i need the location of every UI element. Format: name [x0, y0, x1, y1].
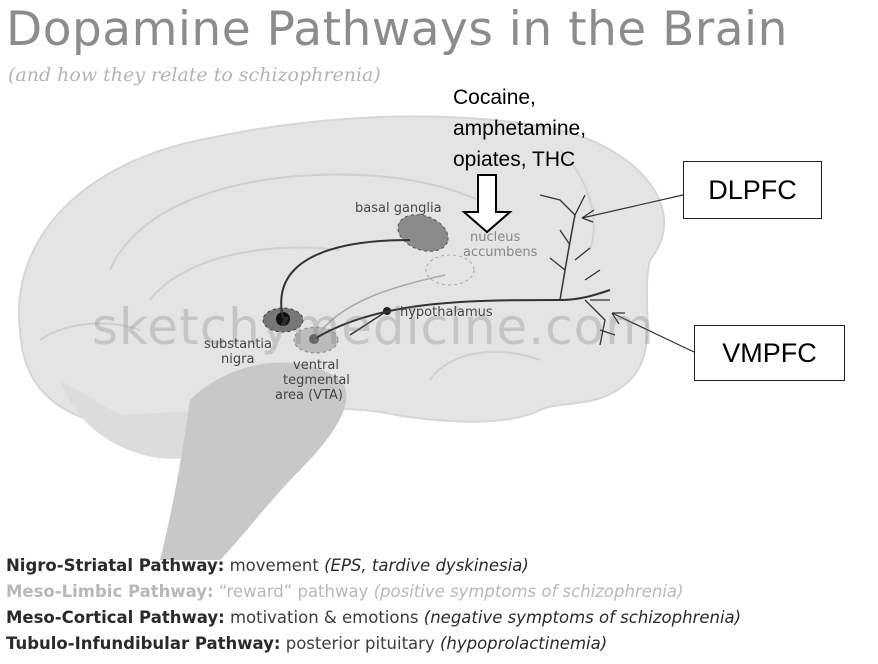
drug-callout-line: amphetamine, [453, 117, 587, 140]
mesolimbic-pathway [315, 274, 446, 339]
legend-pathway-detail: (hypoprolactinemia) [439, 634, 608, 653]
legend-row-tubuloinfundibular: Tubulo-Infundibular Pathway: posterior p… [6, 631, 741, 657]
legend-row-mesocortical: Meso-Cortical Pathway: motivation & emot… [6, 605, 741, 631]
dlpfc-box: DLPFC [683, 161, 822, 219]
diagram-title: Dopamine Pathways in the Brain [6, 2, 788, 57]
vmpfc-box: VMPFC [694, 325, 845, 381]
basal-ganglia-structure [397, 214, 449, 252]
label-accumbens: accumbens [463, 245, 538, 260]
label-substantia: substantia [204, 337, 273, 352]
drug-callout: Cocaine, amphetamine, opiates, THC [453, 82, 586, 175]
legend-pathway-desc: “reward” pathway [213, 582, 374, 601]
brainstem [160, 362, 347, 560]
legend-pathway-name: Meso-Cortical Pathway: [6, 608, 225, 627]
watermark: sketchymedicine.com [92, 298, 655, 356]
legend-row-mesolimbic: Meso-Limbic Pathway: “reward” pathway (p… [6, 579, 741, 605]
cerebellum [60, 380, 224, 459]
legend-pathway-detail: (negative symptoms of schizophrenia) [423, 608, 742, 627]
legend-row-nigrostriatal: Nigro-Striatal Pathway: movement (EPS, t… [6, 553, 741, 579]
legend-pathway-desc: posterior pituitary [280, 634, 440, 653]
label-vta: area (VTA) [275, 388, 343, 403]
legend-pathway-name: Meso-Limbic Pathway: [6, 582, 214, 601]
pathway-legend: Nigro-Striatal Pathway: movement (EPS, t… [6, 553, 741, 657]
legend-pathway-desc: motivation & emotions [224, 608, 424, 627]
legend-pathway-name: Tubulo-Infundibular Pathway: [6, 634, 281, 653]
legend-pathway-name: Nigro-Striatal Pathway: [6, 556, 225, 575]
mesocortical-pathway [315, 289, 611, 339]
label-tegmental: tegmental [283, 373, 350, 388]
legend-pathway-detail: (EPS, tardive dyskinesia) [324, 556, 529, 575]
dlpfc-pointer [581, 194, 684, 219]
vmpfc-pointer [611, 312, 695, 353]
label-nigra: nigra [221, 352, 255, 367]
nigrostriatal-pathway [280, 239, 411, 319]
label-ventral: ventral [293, 358, 339, 373]
label-nucleus: nucleus [470, 230, 521, 245]
legend-pathway-desc: movement [224, 556, 325, 575]
drug-callout-line: opiates, THC [453, 148, 576, 171]
diagram-subtitle: (and how they relate to schizophrenia) [8, 64, 381, 86]
label-hypothalamus: hypothalamus [400, 305, 493, 320]
label-basal-ganglia: basal ganglia [355, 201, 442, 216]
legend-pathway-detail: (positive symptoms of schizophrenia) [373, 582, 684, 601]
nucleus-accumbens-structure [425, 254, 475, 286]
drug-callout-line: Cocaine, [453, 86, 536, 109]
drug-callout-arrow [461, 174, 513, 234]
